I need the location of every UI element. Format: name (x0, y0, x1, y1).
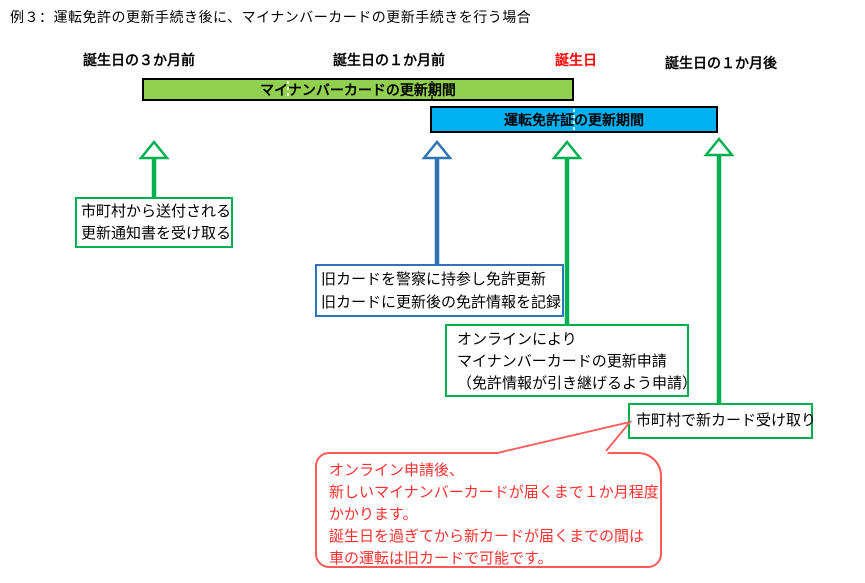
police-renewal-line: 旧カードに更新後の免許情報を記録 (321, 294, 562, 311)
police-renewal-box: 旧カードを警察に持参し免許更新 旧カードに更新後の免許情報を記録 (315, 264, 564, 317)
receive-notice-line: 更新通知書を受け取る (81, 225, 232, 242)
timeline-label-3-months-before: 誕生日の３か月前 (83, 52, 195, 68)
online-application-line: （免許情報が引き継げるよう申請） (457, 375, 698, 392)
timeline-label-1-month-before: 誕生日の１か月前 (333, 52, 445, 68)
red-note-line: 誕生日を過ぎてから新カードが届くまでの間は (329, 528, 645, 545)
police-renewal-line: 旧カードを警察に持参し免許更新 (321, 271, 547, 288)
mynumber-renewal-period-bar: マイナンバーカードの更新期間 (142, 78, 574, 101)
receive-new-card-box: 市町村で新カード受け取り (628, 403, 817, 439)
receive-new-card-line: 市町村で新カード受け取り (636, 412, 817, 429)
red-note-line: 新しいマイナンバーカードが届くまで１か月程度 (329, 484, 659, 501)
receive-notice-line: 市町村から送付される (81, 203, 232, 220)
timeline-label-birthday: 誕生日 (555, 52, 597, 68)
online-application-box: オンラインにより マイナンバーカードの更新申請 （免許情報が引き継げるよう申請） (445, 324, 698, 397)
red-note-line: かかります。 (329, 506, 418, 523)
timeline-label-1-month-after: 誕生日の１か月後 (665, 55, 777, 71)
online-application-line: オンラインにより (457, 331, 577, 348)
license-renewal-period-bar: 運転免許証の更新期間 (430, 106, 718, 133)
slide-title: 例３：運転免許の更新手続き後に、マイナンバーカードの更新手続きを行う場合 (10, 9, 532, 25)
red-callout-note: オンライン申請後、 新しいマイナンバーカードが届くまで１か月程度 かかります。 … (315, 452, 662, 568)
red-note-line: 車の運転は旧カードで可能です。 (329, 550, 553, 567)
receive-notice-box: 市町村から送付される 更新通知書を受け取る (75, 197, 233, 248)
online-application-line: マイナンバーカードの更新申請 (457, 353, 667, 370)
red-note-line: オンライン申請後、 (329, 462, 465, 479)
